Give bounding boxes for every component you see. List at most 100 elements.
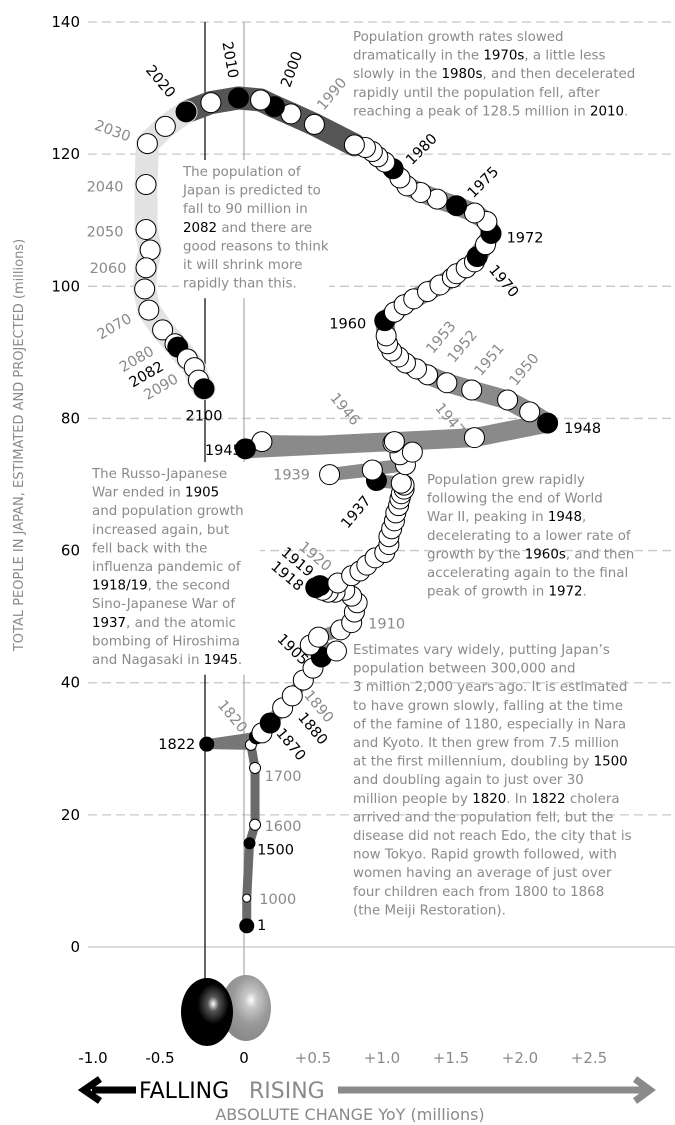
annotation-line: good reasons to think — [183, 239, 329, 254]
rising-arrow-icon — [338, 1076, 656, 1104]
annotation-line: Japan is predicted to — [182, 184, 321, 199]
x-axis-title: ABSOLUTE CHANGE YoY (millions) — [215, 1105, 484, 1124]
annotation-line: rapidly until the population fell, after — [353, 86, 600, 101]
annotation-text: . In — [506, 792, 531, 807]
annotation-text: at the first millennium, doubling by — [353, 755, 594, 770]
annotation-line: Population growth rates slowed — [353, 30, 563, 45]
annotation-line: rapidly than this. — [183, 277, 297, 292]
annotation-text: War ended in — [92, 486, 185, 501]
annotation-backgrounds — [88, 160, 329, 675]
year-label: 1500 — [257, 842, 294, 858]
annotation-text: decelerating to a lower rate of — [427, 529, 631, 544]
band-segment — [201, 731, 262, 750]
y-axis-title: TOTAL PEOPLE IN JAPAN, ESTIMATED AND PRO… — [12, 239, 27, 652]
annotation-text: fell back with the — [92, 541, 207, 556]
data-point — [461, 379, 483, 401]
data-point — [390, 472, 412, 494]
falling-sphere-icon — [181, 978, 233, 1046]
annotation-history: Estimates vary widely, putting Japan’s po… — [353, 643, 632, 918]
year-label: 1700 — [265, 769, 302, 785]
annotation-background — [179, 160, 329, 299]
year-label: 1970 — [485, 262, 521, 301]
annotation-text: slowly in the — [353, 67, 441, 82]
x-tick-label: +1.5 — [433, 1049, 469, 1067]
annotation-text: . — [583, 585, 587, 600]
annotation-year-highlight: 1972 — [548, 585, 582, 600]
data-point — [249, 761, 262, 774]
annotation-line: following the end of World — [427, 492, 603, 507]
annotation-text: , a little less — [524, 49, 605, 64]
annotation-text: , and the atomic — [126, 616, 236, 631]
annotation-line: 2082 and there are — [183, 221, 312, 236]
year-label: 1975 — [465, 164, 502, 201]
annotation-text: . — [238, 653, 242, 668]
annotation-line: arrived and the population fell, but the — [353, 810, 613, 825]
annotation-text: The Russo-Japanese — [91, 467, 227, 482]
annotation-text: rapidly than this. — [183, 277, 297, 292]
highlighted-point — [227, 87, 249, 109]
annotation-line: 1937, and the atomic — [92, 616, 236, 631]
year-label: 1000 — [259, 892, 296, 908]
annotation-line: reaching a peak of 128.5 million in 2010… — [353, 104, 628, 119]
annotation-line: women having an average of just over — [353, 866, 612, 881]
annotation-line: War ended in 1905 — [92, 486, 219, 501]
annotation-text: it will shrink more — [183, 258, 302, 273]
annotation-line: peak of growth in 1972. — [427, 585, 587, 600]
data-point — [135, 257, 157, 279]
data-point — [200, 92, 222, 114]
x-tick-label: 0 — [239, 1049, 249, 1067]
falling-label: FALLING — [139, 1079, 229, 1104]
annotation-line: fell back with the — [92, 541, 207, 556]
y-tick-label: 100 — [51, 277, 80, 295]
annotation-year-highlight: 1960s — [525, 547, 566, 562]
data-point — [308, 626, 330, 648]
annotation-line: The Russo-Japanese — [91, 467, 227, 482]
annotation-line: (the Meiji Restoration). — [353, 903, 506, 918]
x-tick-label: -1.0 — [78, 1049, 107, 1067]
year-label: 1946 — [326, 390, 362, 429]
annotation-year-highlight: 1980s — [441, 67, 482, 82]
annotation-text: (the Meiji Restoration). — [353, 903, 506, 918]
annotation-year-highlight: 1918/19 — [92, 579, 148, 594]
year-label: 2040 — [87, 180, 124, 196]
annotation-year-highlight: 1970s — [483, 49, 524, 64]
annotation-line: 3 million 2,000 years ago. It is estimat… — [353, 680, 627, 695]
highlighted-point — [309, 575, 331, 597]
annotations: Population growth rates sloweddramatical… — [91, 30, 635, 918]
annotation-line: Sino-Japanese War of — [92, 597, 235, 612]
annotation-line: Estimates vary widely, putting Japan’s — [353, 643, 610, 658]
highlighted-point — [199, 736, 215, 752]
highlighted-point — [239, 918, 255, 934]
annotation-text: population between 300,000 and — [353, 662, 576, 677]
annotation-line: decelerating to a lower rate of — [427, 529, 631, 544]
year-label: 1 — [257, 918, 266, 934]
y-tick-label: 0 — [70, 938, 80, 956]
rising-sphere-icon — [221, 975, 271, 1041]
annotation-decline: Population growth rates sloweddramatical… — [353, 30, 635, 119]
data-point — [249, 818, 262, 831]
annotation-text: Estimates vary widely, putting Japan’s — [353, 643, 610, 658]
annotation-text: fall to 90 million in — [183, 202, 308, 217]
data-point — [343, 134, 365, 156]
y-tick-label: 80 — [61, 409, 80, 427]
y-tick-label: 120 — [51, 145, 80, 163]
annotation-text: 3 million 2,000 years ago. It is estimat… — [353, 680, 627, 695]
annotation-line: accelerating again to the final — [427, 566, 628, 581]
annotation-year-highlight: 1820 — [472, 792, 506, 807]
annotation-text: growth by the — [427, 547, 525, 562]
x-tick-label: +2.5 — [571, 1049, 607, 1067]
zero-spheres — [181, 975, 271, 1046]
annotation-line: Population grew rapidly — [427, 473, 585, 488]
year-label: 1990 — [314, 75, 350, 114]
annotation-text: and doubling again to just over 30 — [353, 773, 584, 788]
annotation-text: good reasons to think — [183, 239, 329, 254]
annotation-line: four children each from 1800 to 1868 — [353, 885, 604, 900]
y-tick-label: 20 — [61, 806, 80, 824]
x-tick-label: +1.0 — [364, 1049, 400, 1067]
annotation-text: . — [624, 104, 628, 119]
falling-arrow-icon — [77, 1076, 136, 1104]
data-point — [463, 202, 485, 224]
annotation-line: growth by the 1960s, and then — [427, 547, 634, 562]
